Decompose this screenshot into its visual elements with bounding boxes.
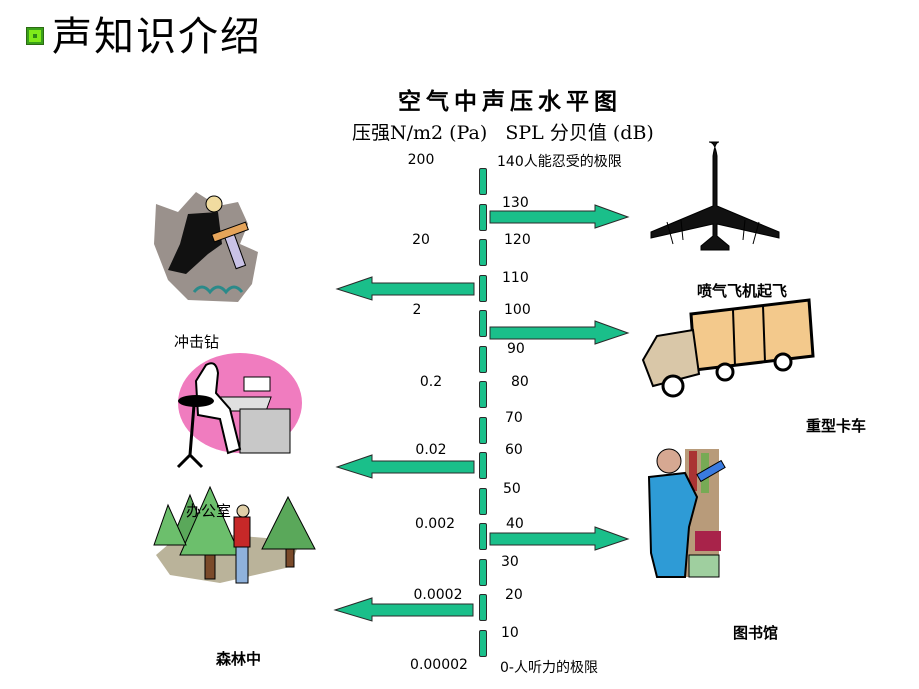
pressure-label: 0.002 xyxy=(414,516,456,532)
forest-hiker-illustration xyxy=(153,485,316,584)
scale-segment xyxy=(479,275,487,302)
db-label: 10 xyxy=(501,625,519,641)
green-square-bullet-icon xyxy=(26,27,44,45)
arrow-right-library xyxy=(489,526,630,551)
scale-segment xyxy=(479,594,487,621)
arrow-right-truck xyxy=(489,320,630,345)
scale-segment xyxy=(479,204,487,231)
pressure-label: 0.02 xyxy=(415,442,447,458)
caption-truck: 重型卡车 xyxy=(806,417,867,435)
scale-segment xyxy=(479,310,487,337)
pressure-label: 20 xyxy=(412,232,430,248)
db-label: 130 xyxy=(502,195,529,211)
db-label: 20 xyxy=(505,587,523,603)
slide-title: 声知识介绍 xyxy=(52,14,262,60)
pressure-label: 0.2 xyxy=(419,374,443,390)
scale-segment xyxy=(479,346,487,373)
db-label: 60 xyxy=(505,442,523,458)
scale-segment xyxy=(479,381,487,408)
scale-segment xyxy=(479,417,487,444)
db-label: 70 xyxy=(505,410,523,426)
scale-segment xyxy=(479,523,487,550)
db-label: 40 xyxy=(506,516,524,532)
db-label: 100 xyxy=(504,302,531,318)
arrow-left-jackhammer xyxy=(335,276,475,301)
db-label: 0-人听力的极限 xyxy=(500,660,598,676)
pressure-label: 0.00002 xyxy=(410,657,468,673)
diagram-title: 空气中声压水平图 xyxy=(398,88,622,115)
scale-segment xyxy=(479,168,487,195)
pressure-label: 200 xyxy=(407,152,435,168)
db-label: 140人能忍受的极限 xyxy=(497,154,622,170)
library-reader-illustration xyxy=(647,448,726,578)
caption-office: 办公室 xyxy=(186,502,232,520)
db-label: 120 xyxy=(504,232,531,248)
diagram-subtitle: 压强N/m2 (Pa) SPL 分贝值 (dB) xyxy=(352,122,654,144)
db-label: 110 xyxy=(502,270,529,286)
caption-jet: 喷气飞机起飞 xyxy=(697,282,788,300)
arrow-left-office xyxy=(335,454,475,479)
jackhammer-worker-illustration xyxy=(154,192,258,302)
pressure-label: 0.0002 xyxy=(413,587,463,603)
caption-jackhammer: 冲击钻 xyxy=(174,333,220,351)
scale-segment xyxy=(479,452,487,479)
db-label: 80 xyxy=(511,374,529,390)
arrow-right-jet xyxy=(489,204,630,229)
scale-segment xyxy=(479,488,487,515)
office-typist-illustration xyxy=(176,353,302,469)
scale-segment xyxy=(479,239,487,266)
arrow-left-forest xyxy=(333,597,474,622)
caption-library: 图书馆 xyxy=(733,624,779,642)
heavy-truck-illustration xyxy=(641,298,815,398)
db-label: 50 xyxy=(503,481,521,497)
db-label: 90 xyxy=(507,341,525,357)
jet-airplane-illustration xyxy=(650,141,780,251)
db-label: 30 xyxy=(501,554,519,570)
pressure-label: 2 xyxy=(412,302,422,318)
scale-segment xyxy=(479,630,487,657)
caption-forest: 森林中 xyxy=(216,650,262,668)
scale-segment xyxy=(479,559,487,586)
